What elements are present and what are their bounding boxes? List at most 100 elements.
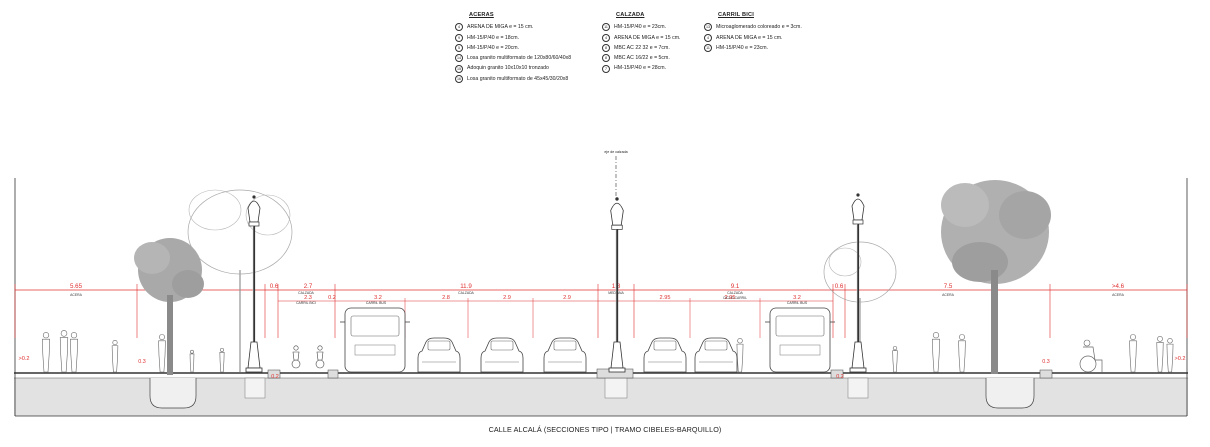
zone-label: CARRIL BICI [296, 301, 316, 305]
legend-item: 15 Adoquin granito 10x10x10 tronzado [455, 63, 571, 73]
pedestrian-icon [189, 349, 195, 373]
legend-item-text: ARENA DE MIGA e = 15 cm. [716, 34, 783, 41]
legend-item: 4 ARENA DE MIGA e = 15 cm. [455, 22, 571, 32]
legend-item-text: Microaglomerado coloreado e = 3cm. [716, 24, 802, 31]
legend-item-number: 4 [602, 33, 610, 42]
dimension-width-label: 7.5 [944, 283, 953, 290]
legend-item-text: ARENA DE MIGA e = 15 cm. [467, 24, 534, 31]
legend-item: 13 Microaglomerado coloreado e = 3cm. [704, 22, 802, 32]
pedestrian-icon [42, 332, 50, 373]
small-dimension-label: 0.3 [138, 359, 146, 365]
dimension-width-label: 5.65 [70, 283, 83, 290]
dimension-width-label: 9.1 [731, 283, 740, 290]
legend-item-number: 5 [455, 44, 463, 53]
dimension-subwidth-label: 2.9 [503, 295, 511, 301]
zone-label: ACERA [942, 293, 954, 297]
legend-item-number: 14 [455, 54, 463, 63]
curb-4 [1039, 369, 1053, 379]
legend-item-text: HM-15/P/40 e = 23cm. [614, 24, 667, 31]
street-lamp-icon [608, 197, 626, 373]
zone-label: CALZADA [298, 291, 314, 295]
dimension-subwidth-label: 2.95 [660, 295, 671, 301]
dimension-subwidth-label: 2.8 [442, 295, 450, 301]
pedestrian-icon [1129, 334, 1137, 373]
small-dimension-label: 0.3 [1042, 359, 1050, 365]
edge-dimension-label: >0.2 [18, 356, 29, 362]
edge-dimension-label: >0.2 [1174, 356, 1185, 362]
zone-label: ACERA [70, 293, 82, 297]
legend-aceras-title: ACERAS [469, 12, 494, 18]
legend-item-number: 11 [602, 23, 610, 32]
dimension-width-label: >4.6 [1112, 283, 1125, 290]
dimension-subwidth-label: 3.2 [793, 295, 801, 301]
cyclist-icon [291, 345, 301, 369]
legend-item: 4 ARENA DE MIGA e = 15 cm. [704, 33, 802, 43]
bus-icon [765, 307, 835, 373]
bus-icon [340, 307, 410, 373]
tree-pit-right [985, 378, 1035, 409]
legend-item: 14 Losa granito multiformato de 120x80/60… [455, 53, 571, 63]
axis-label: eje de calzada [604, 150, 627, 154]
legend-item: 4 ARENA DE MIGA e = 15 cm. [602, 33, 680, 43]
pedestrian-icon [736, 338, 744, 373]
curb-1 [267, 369, 281, 379]
drawing-caption: CALLE ALCALÁ (SECCIONES TIPO | TRAMO CIB… [488, 425, 722, 434]
street-lamp-icon [849, 193, 867, 373]
car-icon [694, 337, 738, 373]
legend-item-text: ARENA DE MIGA e = 15 cm. [614, 34, 681, 41]
legend-item: 5 HM-15/P/40 e = 20cm. [455, 43, 571, 53]
zone-label: CICLO-CARRIL [723, 296, 747, 300]
pedestrian-icon [70, 332, 78, 373]
legend-item-number: 9 [455, 33, 463, 42]
legend-item: 8 MBC AC 16/22 e = 5cm. [602, 53, 680, 63]
legend-item-number: 15 [455, 64, 463, 73]
legend-item-number: 4 [704, 33, 712, 42]
pedestrian-icon [158, 334, 166, 373]
legend-item-number: 13 [704, 23, 712, 32]
dimension-width-label: 0.6 [270, 283, 279, 290]
dimension-width-label: 2.7 [304, 283, 313, 290]
small-dimension-label: 0.2 [271, 374, 279, 380]
legend-item-text: Losa granito multiformato de 120x80/60/4… [467, 55, 572, 62]
curb-2 [327, 369, 339, 379]
car-icon [543, 337, 587, 373]
dimension-ticks [14, 284, 1188, 338]
pedestrian-icon [111, 340, 119, 373]
zone-label: CARRIL BUS [787, 301, 808, 305]
pedestrian-icon [958, 334, 966, 373]
legend-item-text: MBC AC 16/22 e = 5cm. [614, 55, 670, 62]
legend-item-text: HM-15/P/40 e = 18cm. [467, 34, 520, 41]
legend-item-text: HM-15/P/40 e = 20cm. [467, 44, 520, 51]
legend-item-number: 16 [455, 74, 463, 83]
zone-label: CALZADA [458, 291, 474, 295]
car-icon [480, 337, 524, 373]
legend-calzada-list: 11 HM-15/P/40 e = 23cm. 4 ARENA DE MIGA e =… [602, 22, 680, 73]
legend-item-number: 11 [704, 44, 712, 53]
legend-carril-bici-list: 13 Microaglomerado coloreado e = 3cm. 4 ARE… [704, 22, 802, 53]
dimension-width-label: 0.6 [835, 283, 844, 290]
legend-item-number: 8 [602, 54, 610, 63]
lamp-foundation-1 [244, 377, 266, 399]
pedestrian-icon [59, 330, 69, 373]
zone-label: CARRIL BUS [366, 301, 387, 305]
legend-calzada-title: CALZADA [616, 12, 645, 18]
legend-item-number: 7 [602, 64, 610, 73]
zone-label: CALZADA [727, 291, 743, 295]
dimension-subwidth-label: 3.2 [374, 295, 382, 301]
tree-icon [134, 238, 204, 375]
legend-item-text: Adoquin granito 10x10x10 tronzado [467, 65, 549, 72]
legend-item-number: 8 [602, 44, 610, 53]
tree-icon [187, 189, 293, 372]
dimension-subwidth-label: 2.3 [304, 295, 312, 301]
pedestrian-icon [892, 345, 898, 373]
pedestrian-icon [932, 332, 940, 373]
legend-item-number: 4 [455, 23, 463, 32]
pedestrian-icon [219, 347, 225, 373]
legend-item-text: Losa granito multiformato de 45x45/30/20… [467, 75, 569, 82]
dimension-subwidth-label: 0.2 [328, 295, 336, 301]
